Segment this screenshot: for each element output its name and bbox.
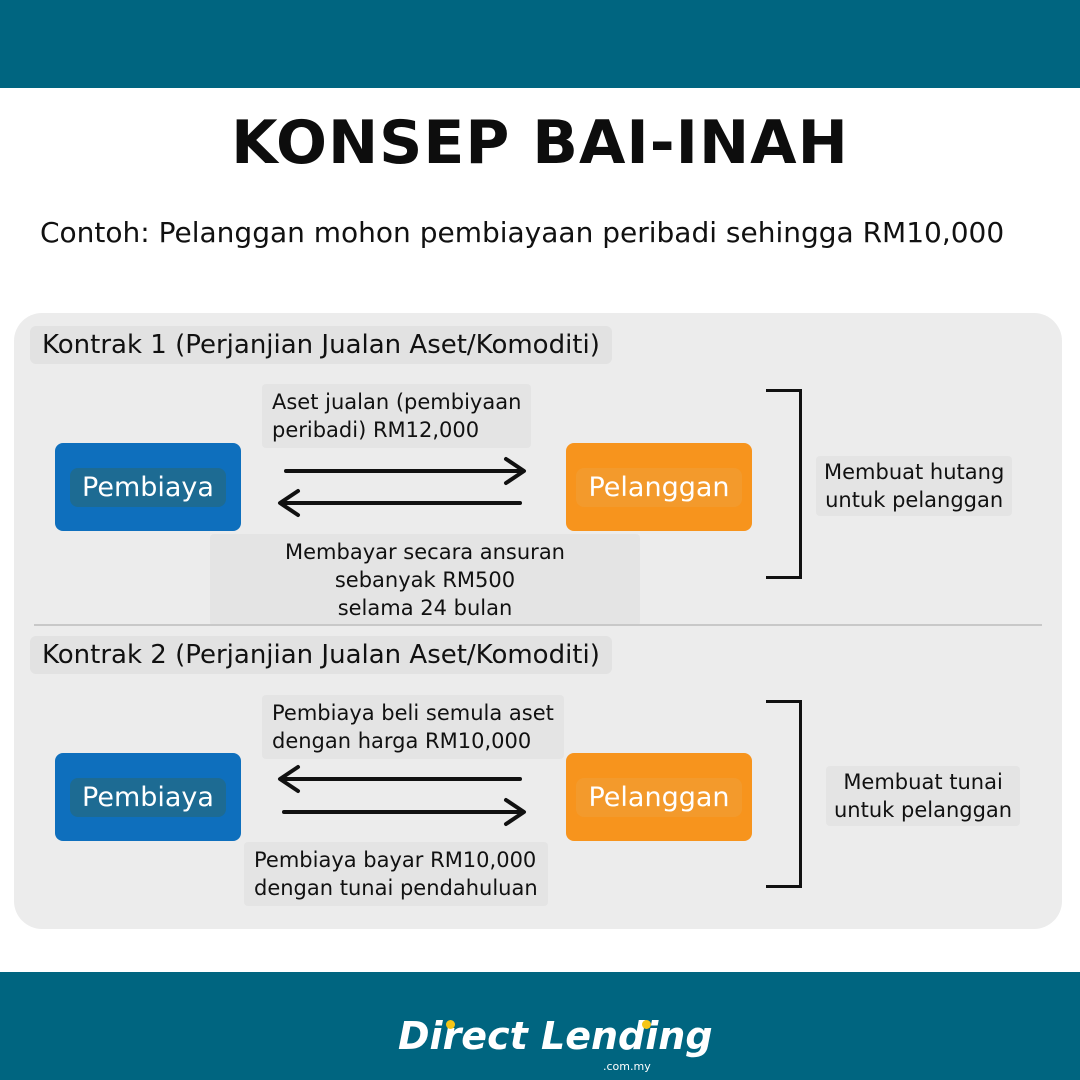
contract-1-pelanggan-box: Pelanggan	[566, 443, 752, 531]
contract-1-pembiaya-box: Pembiaya	[55, 443, 241, 531]
bottom-banner	[0, 972, 1080, 1080]
arrow-right-icon	[282, 798, 526, 826]
arrow-left-icon	[278, 765, 522, 793]
arrow-right-icon	[284, 457, 526, 485]
top-banner	[0, 0, 1080, 88]
contract-2-pelanggan-label: Pelanggan	[576, 777, 742, 817]
contract-2-arrows	[278, 765, 526, 826]
contract-1-pelanggan-label: Pelanggan	[576, 467, 742, 507]
contract-1-pembiaya-label: Pembiaya	[70, 467, 226, 507]
contract-divider	[34, 624, 1042, 626]
contract-1-side-note: Membuat hutang untuk pelanggan	[816, 456, 1013, 516]
contract-1-top-note: Aset jualan (pembiyaan peribadi) RM12,00…	[262, 384, 532, 448]
contract-2-pelanggan-box: Pelanggan	[566, 753, 752, 841]
contract-2-top-note: Pembiaya beli semula aset dengan harga R…	[262, 695, 564, 759]
contract-1-bottom-note: Membayar secara ansuran sebanyak RM500 s…	[210, 534, 640, 626]
logo-dot-icon	[642, 1020, 651, 1029]
logo-domain: .com.my	[603, 1060, 651, 1073]
contract-2-bottom-note: Pembiaya bayar RM10,000 dengan tunai pen…	[244, 842, 548, 906]
page-title: KONSEP BAI-INAH	[231, 108, 849, 178]
contract-2-side-note: Membuat tunai untuk pelanggan	[826, 766, 1021, 826]
contract-2-pembiaya-box: Pembiaya	[55, 753, 241, 841]
logo-dot-icon	[446, 1020, 455, 1029]
contract-1-label: Kontrak 1 (Perjanjian Jualan Aset/Komodi…	[30, 326, 612, 364]
contract-2-bracket	[766, 700, 802, 888]
contract-2-label: Kontrak 2 (Perjanjian Jualan Aset/Komodi…	[30, 636, 612, 674]
contract-1-bracket	[766, 389, 802, 579]
direct-lending-logo: Direct Lending .com.my	[398, 1014, 713, 1074]
arrow-left-icon	[278, 489, 522, 517]
contract-2-pembiaya-label: Pembiaya	[70, 777, 226, 817]
subtitle: Contoh: Pelanggan mohon pembiayaan perib…	[40, 216, 1005, 249]
contract-1-arrows	[278, 457, 526, 517]
logo-wordmark: Direct Lending	[398, 1014, 713, 1058]
